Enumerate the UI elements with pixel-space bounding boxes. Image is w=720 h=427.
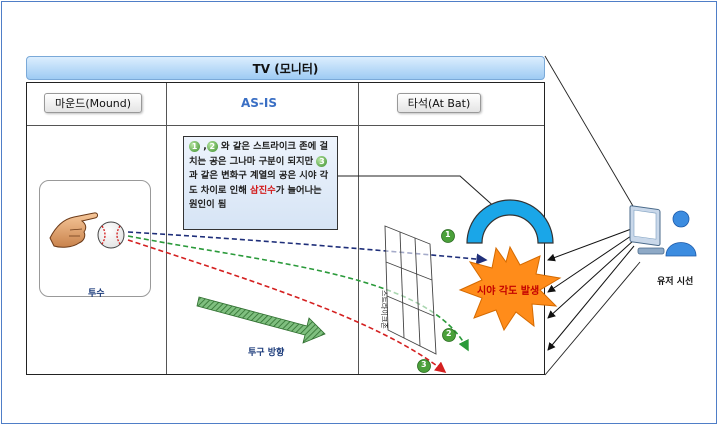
monitor-projection-lines bbox=[544, 55, 641, 376]
mound-label: 마운드(Mound) bbox=[54, 97, 132, 110]
path-marker-1-label: 1 bbox=[445, 230, 451, 239]
tv-title: TV (모니터) bbox=[252, 61, 319, 76]
asis-column-header: AS-IS bbox=[214, 93, 304, 113]
strike-zone-label: 스트라이크존 bbox=[380, 290, 388, 329]
column-divider-1 bbox=[166, 83, 167, 374]
pitcher-hand-icon bbox=[49, 212, 98, 248]
pitch-path-1 bbox=[127, 231, 488, 265]
pitch-direction-arrow bbox=[196, 296, 326, 344]
callout-text-a: 와 같은 스트라이크 존에 걸치는 공은 그나마 구분이 되지만 bbox=[189, 141, 329, 167]
user-view-arrows bbox=[547, 227, 635, 351]
mound-column-header: 마운드(Mound) bbox=[44, 93, 142, 113]
callout-text-c: 가 늘어나는 원인이 됨 bbox=[189, 184, 322, 211]
explanation-callout: 1 ,2 와 같은 스트라이크 존에 걸치는 공은 그나마 구분이 되지만 3과… bbox=[183, 136, 338, 230]
asis-label: AS-IS bbox=[240, 96, 278, 110]
baseball-icon bbox=[97, 221, 125, 249]
marker-3-icon: 3 bbox=[316, 155, 328, 167]
callout-highlight: 삼진수 bbox=[250, 184, 276, 196]
tv-screen-panel: 마운드(Mound) AS-IS 타석(At Bat) bbox=[26, 82, 545, 375]
path-marker-3 bbox=[417, 359, 431, 373]
column-divider-2 bbox=[358, 83, 359, 374]
marker-1-icon: 1 bbox=[189, 141, 200, 152]
pitch-path-3 bbox=[127, 239, 447, 373]
tv-monitor-header: TV (모니터) bbox=[26, 56, 545, 80]
strike-zone-grid bbox=[384, 225, 437, 355]
marker-2-icon: 2 bbox=[206, 141, 218, 152]
pitch-direction-label: 투구 방향 bbox=[248, 348, 285, 358]
header-divider bbox=[27, 125, 544, 126]
pitcher-label: 투수 bbox=[88, 289, 105, 299]
pitch-path-2 bbox=[127, 235, 469, 352]
user-computer-icon bbox=[629, 205, 697, 257]
user-view-label: 유저 시선 bbox=[657, 277, 694, 287]
path-marker-3-label: 3 bbox=[421, 360, 427, 369]
atbat-label: 타석(At Bat) bbox=[407, 97, 471, 110]
burst-label: 시야 각도 발생 bbox=[477, 286, 540, 297]
path-marker-1 bbox=[441, 229, 455, 243]
path-marker-2 bbox=[442, 328, 456, 342]
atbat-column-header: 타석(At Bat) bbox=[397, 93, 481, 113]
view-shield-icon bbox=[466, 199, 554, 244]
callout-text-b: 과 같은 변화구 계열의 공은 시야 각도 차이로 인해 bbox=[189, 170, 329, 196]
view-angle-burst-icon bbox=[458, 245, 562, 332]
path-marker-2-label: 2 bbox=[446, 329, 452, 338]
